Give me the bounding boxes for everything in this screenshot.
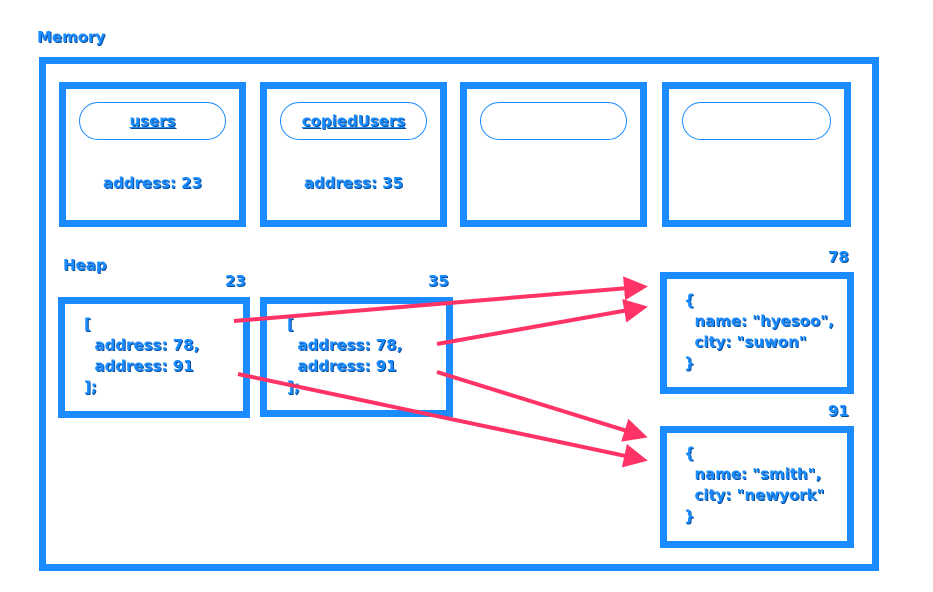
- variable-pill-users: users: [79, 102, 226, 140]
- variable-pill-empty-2: [682, 102, 831, 140]
- object-78-line-open: {: [684, 291, 695, 309]
- stack-slot-copiedusers: copiedUsers address: 35: [260, 82, 447, 227]
- heap-object-91: [660, 426, 854, 548]
- object-91-line-open: {: [684, 444, 695, 462]
- memory-label: Memory: [37, 28, 106, 46]
- variable-address-copiedusers: address: 35: [303, 174, 404, 192]
- copied-line-address-78: address: 78,: [287, 336, 403, 354]
- variable-address-users: address: 23: [102, 174, 203, 192]
- heap-address-91: 91: [828, 402, 849, 420]
- stack-slot-users: users address: 23: [59, 82, 246, 227]
- heap-object-78: [660, 272, 854, 394]
- heap-label: Heap: [63, 256, 107, 274]
- memory-region: [39, 57, 879, 571]
- heap-address-78: 78: [828, 248, 849, 266]
- array-line-address-78: address: 78,: [84, 336, 200, 354]
- object-78-line-name: name: "hyesoo",: [684, 312, 834, 330]
- heap-address-35: 35: [428, 272, 449, 290]
- array-line-open: [: [84, 315, 91, 333]
- variable-pill-empty-1: [480, 102, 627, 140]
- array-line-address-91: address: 91: [84, 357, 194, 375]
- stack-slot-empty-2: [662, 82, 851, 227]
- variable-name-copiedusers: copiedUsers: [301, 112, 406, 130]
- variable-pill-copiedusers: copiedUsers: [280, 102, 427, 140]
- heap-address-23: 23: [225, 272, 246, 290]
- object-78-line-city: city: "suwon": [684, 333, 807, 351]
- object-78-line-close: }: [684, 354, 695, 372]
- object-91-line-close: }: [684, 507, 695, 525]
- array-line-close: ];: [84, 378, 97, 396]
- object-91-line-city: city: "newyork": [684, 486, 825, 504]
- object-91-line-name: name: "smith",: [684, 465, 822, 483]
- variable-name-users: users: [129, 112, 176, 130]
- heap-array-users: [58, 297, 250, 418]
- copied-line-address-91: address: 91: [287, 357, 397, 375]
- copied-line-close: ];: [287, 378, 300, 396]
- stack-slot-empty-1: [460, 82, 647, 227]
- copied-line-open: [: [287, 315, 294, 333]
